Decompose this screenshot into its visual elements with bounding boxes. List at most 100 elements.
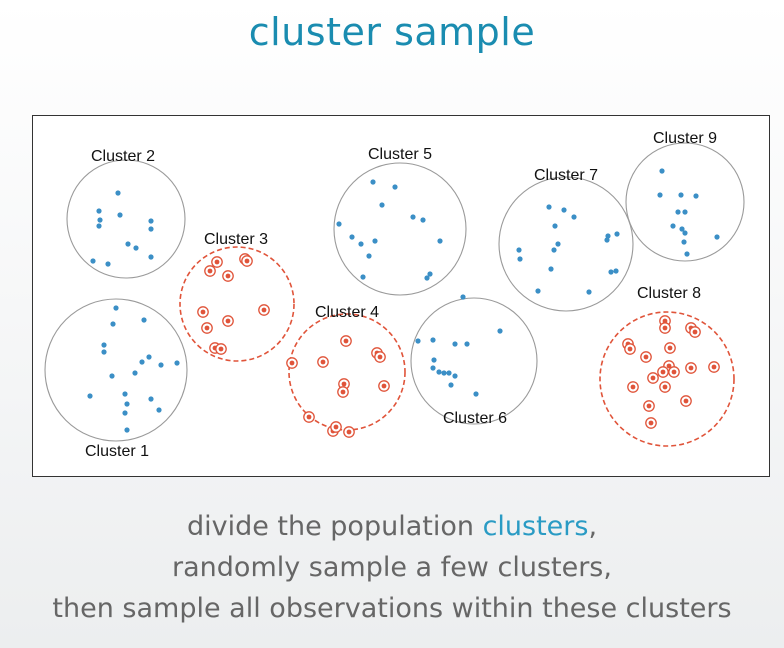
- cluster-4-sampled-point: [306, 414, 312, 420]
- cluster-7-point: [546, 204, 552, 210]
- cluster-8-sampled-point: [630, 384, 636, 390]
- cluster-2-point: [115, 190, 121, 196]
- cluster-7-point: [551, 247, 557, 253]
- cluster-8-sampled-point: [667, 345, 673, 351]
- cluster-3-sampled-point: [207, 268, 213, 274]
- cluster-4-sampled-point: [289, 360, 295, 366]
- caption-highlight-clusters: clusters: [482, 511, 589, 542]
- cluster-7-point: [548, 266, 554, 272]
- cluster-7-point: [605, 233, 611, 239]
- cluster-2-point: [148, 254, 154, 260]
- cluster-9-point: [675, 209, 681, 215]
- cluster-4-sampled-point: [381, 383, 387, 389]
- cluster-6-point: [452, 341, 458, 347]
- cluster-5-point: [424, 275, 430, 281]
- cluster-9-point: [682, 209, 688, 215]
- cluster-5-point: [392, 184, 398, 190]
- cluster-1-point: [156, 407, 162, 413]
- cluster-3-sampled-point: [225, 318, 231, 324]
- cluster-2-point: [96, 208, 102, 214]
- cluster-8-sampled-point: [662, 325, 668, 331]
- cluster-4-sampled-point: [343, 338, 349, 344]
- cluster-2-point: [117, 212, 123, 218]
- cluster-7-point: [561, 207, 567, 213]
- cluster-3-sampled-point: [225, 273, 231, 279]
- cluster-8-sampled-point: [671, 369, 677, 375]
- cluster-1-point: [101, 349, 107, 355]
- cluster-6-point: [431, 357, 437, 363]
- cluster-9-point: [682, 230, 688, 236]
- cluster-1-point: [174, 360, 180, 366]
- cluster-1-point: [110, 321, 116, 327]
- cluster-3: Cluster 3: [179, 231, 295, 362]
- cluster-7-point: [614, 231, 620, 237]
- cluster-5-label: Cluster 5: [368, 146, 432, 163]
- cluster-1-point: [124, 401, 130, 407]
- cluster-4-sampled-point: [320, 359, 326, 365]
- cluster-6-point: [436, 369, 442, 375]
- cluster-9-point: [693, 193, 699, 199]
- cluster-1-point: [109, 373, 115, 379]
- cluster-8-sampled-point: [643, 354, 649, 360]
- cluster-9-point: [684, 251, 690, 257]
- cluster-8-sampled-point: [662, 318, 668, 324]
- cluster-5-point: [437, 238, 443, 244]
- cluster-3-sampled-point: [218, 346, 224, 352]
- cluster-7-point: [555, 241, 561, 247]
- cluster-9-point: [679, 226, 685, 232]
- cluster-1-point: [87, 393, 93, 399]
- cluster-3-boundary: [179, 246, 295, 362]
- cluster-4-sampled-point: [333, 424, 339, 430]
- cluster-6-point: [446, 370, 452, 376]
- cluster-1-point: [122, 391, 128, 397]
- cluster-6-point: [430, 337, 436, 343]
- cluster-8-sampled-point: [666, 363, 672, 369]
- cluster-1-label: Cluster 1: [85, 443, 149, 460]
- cluster-2-label: Cluster 2: [91, 148, 155, 165]
- cluster-7: Cluster 7: [498, 167, 634, 312]
- cluster-1: Cluster 1: [44, 298, 188, 460]
- cluster-2-point: [125, 241, 131, 247]
- caption-line-3: then sample all observations within thes…: [52, 593, 732, 624]
- cluster-1-point: [113, 305, 119, 311]
- caption: divide the population clusters, randomly…: [0, 506, 784, 629]
- cluster-8-sampled-point: [660, 369, 666, 375]
- cluster-5-point: [360, 274, 366, 280]
- cluster-6-point: [473, 391, 479, 397]
- cluster-1-point: [122, 410, 128, 416]
- cluster-9-point: [659, 168, 665, 174]
- cluster-7-point: [516, 247, 522, 253]
- cluster-9-label: Cluster 9: [653, 130, 717, 147]
- cluster-6-label: Cluster 6: [443, 410, 507, 427]
- cluster-5-point: [372, 238, 378, 244]
- cluster-2-point: [133, 245, 139, 251]
- cluster-7-point: [613, 268, 619, 274]
- cluster-2-boundary: [66, 159, 186, 279]
- cluster-3-sampled-point: [204, 325, 210, 331]
- cluster-3-sampled-point: [244, 258, 250, 264]
- caption-line-1-punct: ,: [588, 511, 598, 542]
- cluster-7-point: [608, 269, 614, 275]
- cluster-6-point: [430, 365, 436, 371]
- cluster-1-point: [139, 359, 145, 365]
- cluster-7-point: [552, 223, 558, 229]
- cluster-8-sampled-point: [688, 365, 694, 371]
- cluster-1-point: [146, 354, 152, 360]
- cluster-4-label: Cluster 4: [315, 304, 379, 321]
- cluster-7-point: [571, 214, 577, 220]
- cluster-5-point: [366, 253, 372, 259]
- cluster-8-sampled-point: [662, 384, 668, 390]
- cluster-5-point: [358, 241, 364, 247]
- cluster-5: Cluster 5: [333, 146, 467, 296]
- cluster-9-boundary: [625, 142, 745, 262]
- cluster-9-point: [714, 234, 720, 240]
- cluster-8: Cluster 8: [599, 285, 735, 447]
- cluster-8-sampled-point: [627, 346, 633, 352]
- cluster-1-point: [148, 396, 154, 402]
- cluster-6-point: [460, 294, 466, 300]
- cluster-6-boundary: [410, 297, 538, 425]
- cluster-5-point: [427, 271, 433, 277]
- cluster-3-sampled-point: [261, 307, 267, 313]
- cluster-7-point: [586, 289, 592, 295]
- cluster-1-point: [124, 427, 130, 433]
